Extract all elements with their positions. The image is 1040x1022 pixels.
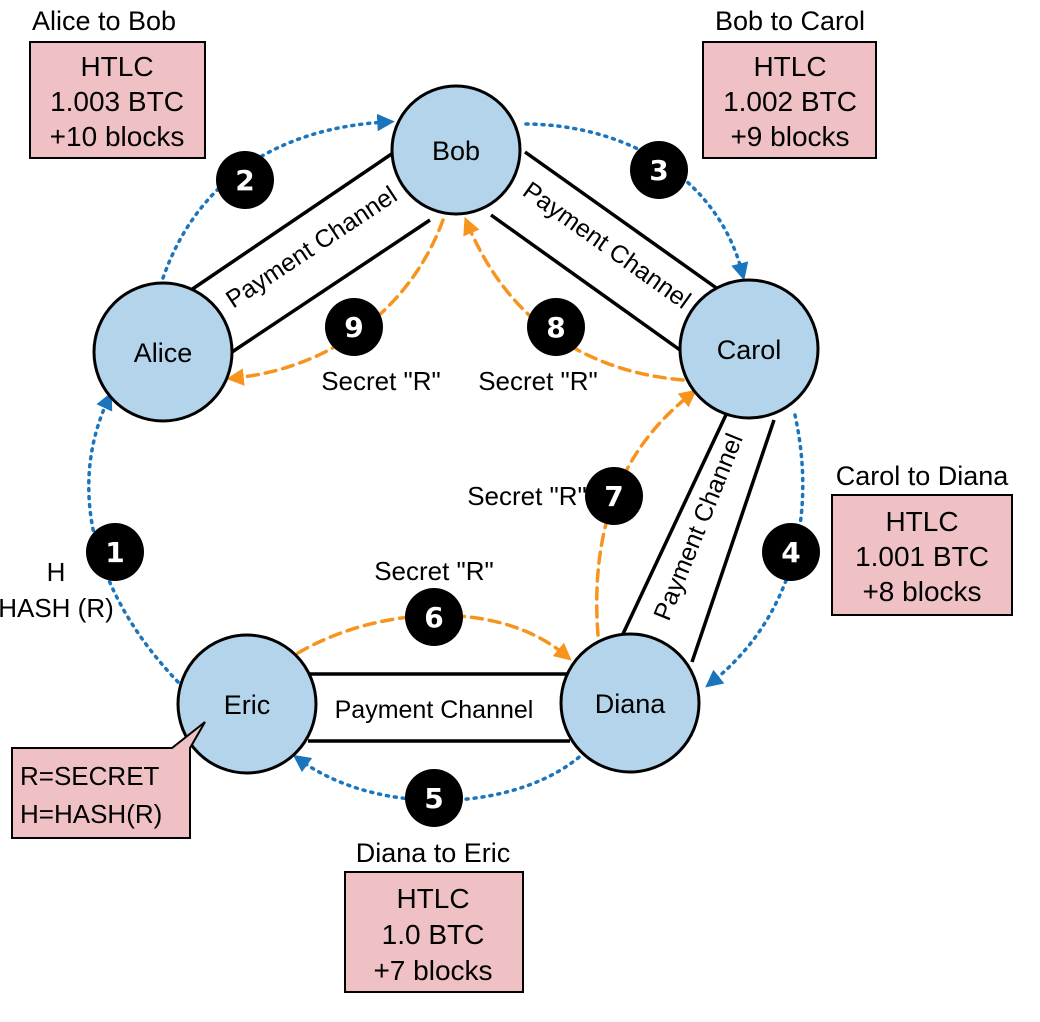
step-badge-7: 7 bbox=[585, 467, 643, 525]
step-badge-9: 9 bbox=[325, 298, 383, 356]
step-number-8: 8 bbox=[546, 311, 565, 344]
step-badge-3: 3 bbox=[630, 141, 688, 199]
secret-label-step-7: Secret "R" bbox=[467, 481, 587, 511]
secret-arrow-carol-bob bbox=[463, 216, 685, 382]
htlc-title-carol-diana: Carol to Diana bbox=[836, 461, 1010, 491]
node-alice: Alice bbox=[92, 281, 234, 423]
secret-label-step-8: Secret "R" bbox=[478, 366, 598, 396]
htlc-box-alice-bob: Alice to Bob HTLC 1.003 BTC +10 blocks bbox=[29, 6, 206, 159]
node-diana: Diana bbox=[559, 632, 701, 774]
step-badge-4: 4 bbox=[762, 523, 820, 581]
hash-label-h: H bbox=[47, 557, 66, 587]
node-eric: Eric bbox=[176, 633, 318, 775]
step-number-5: 5 bbox=[424, 782, 443, 815]
secret-callout-line-h: H=HASH(R) bbox=[20, 799, 162, 829]
node-carol: Carol bbox=[678, 278, 820, 420]
htlc-line-bob-carol-1: 1.002 BTC bbox=[723, 86, 857, 117]
channel-carol-diana bbox=[620, 401, 776, 663]
step-badge-6: 6 bbox=[405, 588, 463, 646]
step-badge-2: 2 bbox=[216, 151, 274, 209]
step-number-9: 9 bbox=[344, 311, 363, 344]
node-label-carol: Carol bbox=[717, 335, 782, 365]
node-label-diana: Diana bbox=[595, 689, 667, 719]
step-number-7: 7 bbox=[604, 480, 623, 513]
htlc-line-diana-eric-0: HTLC bbox=[396, 883, 469, 914]
forward-arrow-diana-eric bbox=[292, 750, 587, 803]
hash-label-hash-r: HASH (R) bbox=[0, 593, 114, 623]
secret-arrow-diana-carol bbox=[595, 389, 697, 637]
secret-callout-line-r: R=SECRET bbox=[20, 761, 160, 791]
node-bob: Bob bbox=[390, 84, 522, 216]
htlc-line-diana-eric-1: 1.0 BTC bbox=[382, 919, 485, 950]
step-badge-5: 5 bbox=[405, 769, 463, 827]
htlc-box-carol-diana: Carol to Diana HTLC 1.001 BTC +8 blocks bbox=[831, 461, 1013, 616]
secret-callout: R=SECRET H=HASH(R) bbox=[11, 721, 206, 839]
node-label-eric: Eric bbox=[224, 690, 271, 720]
htlc-box-diana-eric: Diana to Eric HTLC 1.0 BTC +7 blocks bbox=[344, 838, 524, 993]
htlc-line-bob-carol-2: +9 blocks bbox=[730, 121, 849, 152]
htlc-line-carol-diana-2: +8 blocks bbox=[862, 576, 981, 607]
htlc-title-diana-eric: Diana to Eric bbox=[356, 838, 511, 868]
htlc-box-bob-carol: Bob to Carol HTLC 1.002 BTC +9 blocks bbox=[702, 6, 877, 159]
channel-label-carol-diana: Payment Channel bbox=[648, 430, 748, 625]
htlc-line-carol-diana-0: HTLC bbox=[885, 506, 958, 537]
step-number-6: 6 bbox=[424, 601, 443, 634]
secret-label-step-9: Secret "R" bbox=[321, 366, 441, 396]
channel-alice-bob bbox=[190, 151, 431, 354]
secret-label-step-6: Secret "R" bbox=[374, 556, 494, 586]
step-badge-1: 1 bbox=[86, 523, 144, 581]
step-number-1: 1 bbox=[105, 536, 124, 569]
htlc-line-bob-carol-0: HTLC bbox=[753, 51, 826, 82]
step-badge-8: 8 bbox=[527, 298, 585, 356]
node-label-alice: Alice bbox=[134, 338, 193, 368]
htlc-line-diana-eric-2: +7 blocks bbox=[373, 955, 492, 986]
step-number-2: 2 bbox=[235, 164, 254, 197]
htlc-line-alice-bob-1: 1.003 BTC bbox=[50, 86, 184, 117]
htlc-line-carol-diana-1: 1.001 BTC bbox=[855, 541, 989, 572]
htlc-title-alice-bob: Alice to Bob bbox=[32, 6, 176, 36]
step-number-3: 3 bbox=[649, 154, 668, 187]
channel-bob-carol bbox=[489, 150, 724, 352]
htlc-line-alice-bob-2: +10 blocks bbox=[50, 121, 185, 152]
node-label-bob: Bob bbox=[432, 136, 480, 166]
htlc-title-bob-carol: Bob to Carol bbox=[715, 6, 865, 36]
channel-diana-eric bbox=[308, 672, 570, 743]
htlc-line-alice-bob-0: HTLC bbox=[80, 51, 153, 82]
step-number-4: 4 bbox=[781, 536, 800, 569]
channel-label-diana-eric: Payment Channel bbox=[335, 696, 534, 724]
